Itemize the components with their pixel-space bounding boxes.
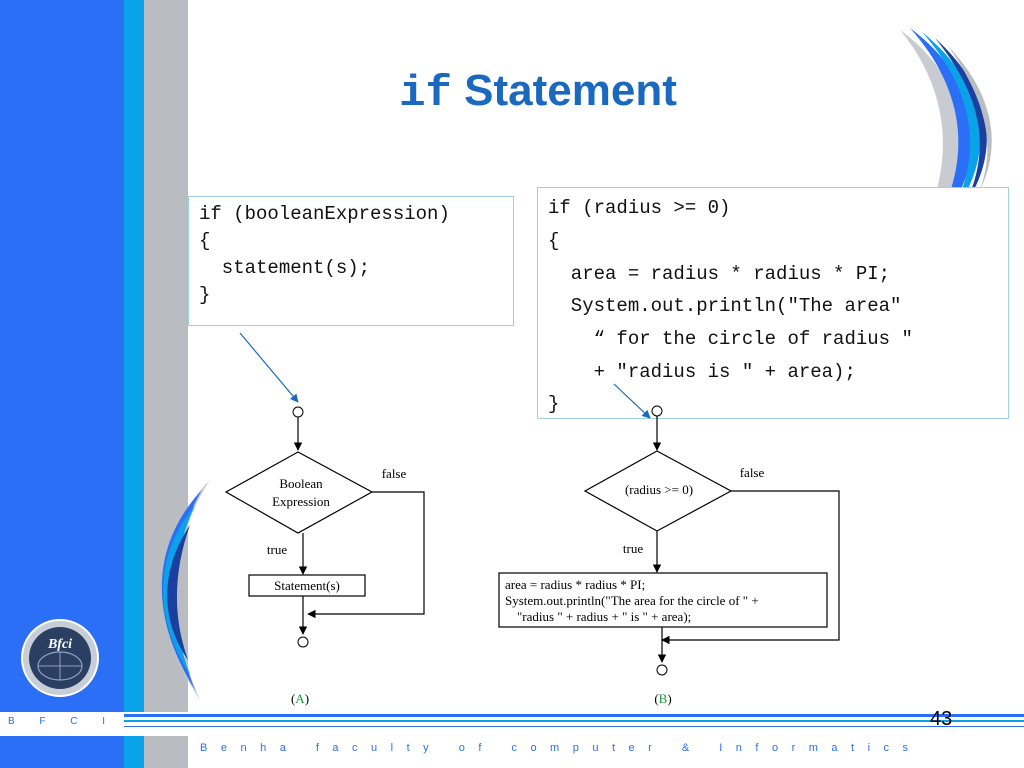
slide-title: if Statement: [188, 66, 888, 119]
decision-text: (radius >= 0): [625, 482, 693, 497]
statement-box: [498, 572, 828, 628]
footer-gray-block: [144, 736, 188, 768]
left-cyan-bar: [124, 0, 144, 768]
statement-line3: "radius " + radius + " is " + area);: [517, 609, 691, 624]
code-line: + "radius is " + area);: [548, 361, 856, 383]
footer-lower-white: [188, 736, 1024, 768]
statement-line1: area = radius * radius * PI;: [505, 577, 645, 592]
code-line: {: [548, 230, 560, 252]
true-label: true: [623, 541, 643, 556]
decision-text-line2: Expression: [272, 494, 330, 509]
caption-a: (A): [291, 691, 309, 706]
footer-short-text: B F C I: [7, 716, 117, 727]
code-line: }: [548, 393, 560, 415]
code-line: }: [199, 284, 211, 306]
flowchart-a: Boolean Expression false true Statement(…: [214, 332, 514, 712]
caption-b: (B): [654, 691, 671, 706]
footer-line: [124, 726, 1024, 727]
decorative-swoosh-bottom: [161, 480, 210, 700]
footer-short-box: [0, 712, 124, 736]
footer-blue-block: [0, 736, 124, 768]
false-label: false: [740, 465, 765, 480]
code-box-generic: if (booleanExpression) { statement(s); }: [188, 196, 514, 326]
page-number: 43: [930, 708, 953, 730]
end-connector: [297, 636, 309, 648]
pointer-arrow: [613, 383, 651, 419]
code-line: {: [199, 230, 211, 252]
code-line: if (booleanExpression): [199, 203, 450, 225]
bfci-logo: Bfci: [21, 619, 99, 697]
logo-text: Bfci: [47, 637, 72, 652]
footer-cyan-block: [124, 736, 144, 768]
true-label: true: [267, 542, 287, 557]
decision-diamond: [224, 451, 374, 534]
code-line: System.out.println("The area": [548, 295, 902, 317]
start-connector: [651, 405, 663, 417]
code-box-example: if (radius >= 0) { area = radius * radiu…: [537, 187, 1009, 419]
footer-faculty-name: Benha faculty of computer & Informatics: [200, 742, 922, 754]
decision-text-line1: Boolean: [279, 476, 323, 491]
code-line: area = radius * radius * PI;: [548, 263, 891, 285]
code-line: statement(s);: [199, 257, 371, 279]
title-keyword: if: [399, 69, 452, 119]
statement-box: [248, 574, 366, 597]
footer-line: [0, 714, 1024, 717]
pointer-arrow: [239, 332, 299, 403]
flowchart-b: (radius >= 0) false true area = radius *…: [494, 383, 854, 712]
title-rest: Statement: [464, 66, 677, 115]
code-line: “ for the circle of radius ": [548, 328, 913, 350]
statement-line2: System.out.println("The area for the cir…: [505, 593, 759, 608]
false-label: false: [382, 466, 407, 481]
start-connector: [292, 406, 304, 418]
footer-line: [124, 720, 1024, 722]
end-connector: [656, 664, 668, 676]
code-line: if (radius >= 0): [548, 197, 731, 219]
statement-text: Statement(s): [274, 578, 340, 593]
